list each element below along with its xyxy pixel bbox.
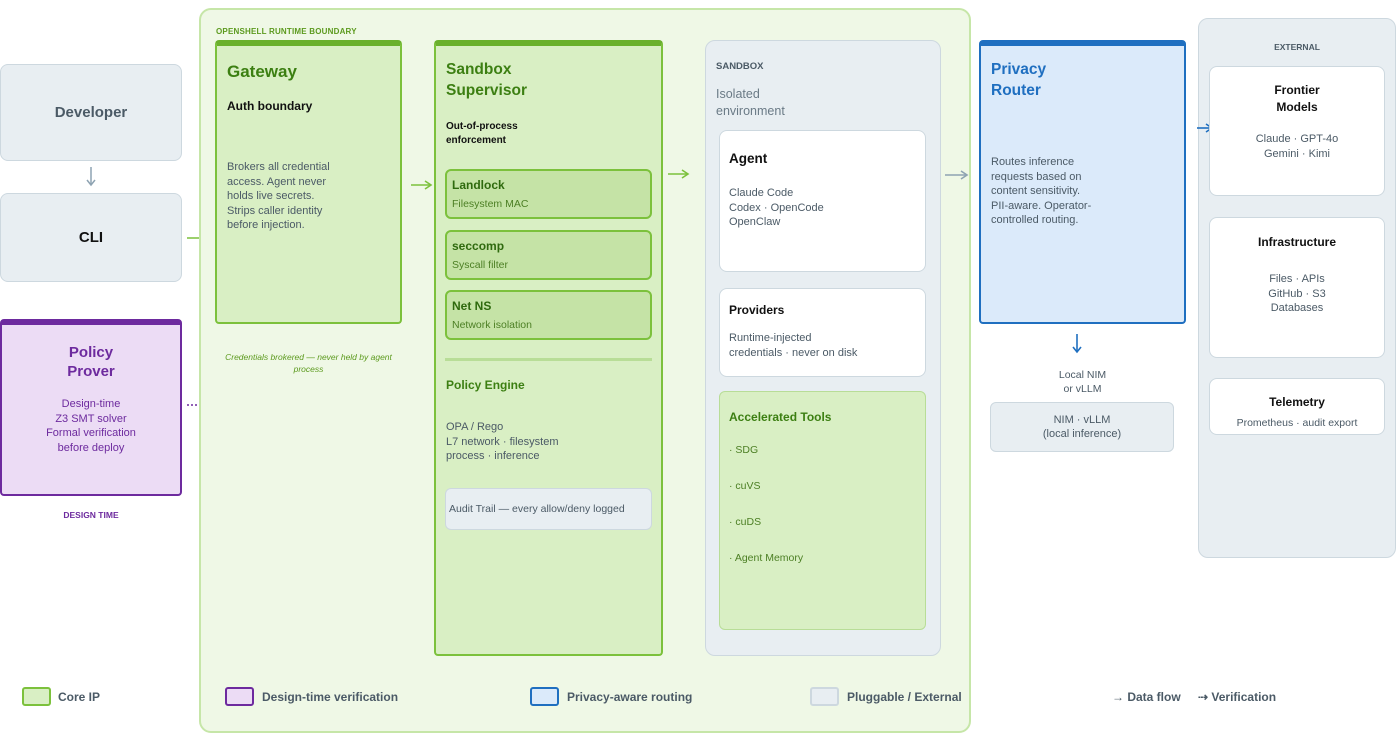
landlock-module[interactable]: Landlock Filesystem MAC	[445, 169, 652, 219]
policy-prover-body: Design-time Z3 SMT solver Formal verific…	[46, 398, 136, 454]
arrow-down-icon	[86, 167, 96, 187]
providers-card[interactable]: Providers Runtime-injected credentials ·…	[719, 288, 926, 377]
providers-title: Providers	[729, 303, 785, 317]
infra-title: Infrastructure	[1257, 235, 1337, 249]
providers-body: Runtime-injected credentials · never on …	[729, 332, 858, 359]
runtime-boundary-label: OPENSHELL RUNTIME BOUNDARY	[216, 27, 357, 36]
sandbox-subtitle: Isolated environment	[716, 87, 785, 118]
sandbox-label: SANDBOX	[716, 61, 764, 72]
local-inference-label: NIM · vLLM (local inference)	[1042, 413, 1122, 441]
legend-label-pluggable: Pluggable / External	[847, 690, 962, 704]
landlock-desc: Filesystem MAC	[452, 198, 529, 210]
gateway-title: Gateway	[227, 62, 297, 81]
seccomp-desc: Syscall filter	[452, 259, 509, 271]
external-label: EXTERNAL	[1274, 42, 1320, 52]
legend-verification: ⇢ Verification	[1198, 690, 1277, 704]
legend-swatch-core-ip	[22, 687, 51, 706]
frontier-models-card[interactable]: Frontier Models Claude · GPT-4o Gemini ·…	[1209, 66, 1385, 196]
gateway-node[interactable]: Gateway Auth boundary Brokers all creden…	[215, 40, 402, 324]
accelerated-tools-card[interactable]: Accelerated Tools · SDG · cuVS · cuDS · …	[719, 391, 926, 630]
gateway-subtitle: Auth boundary	[227, 99, 313, 113]
frontier-title: Frontier Models	[1274, 83, 1320, 114]
landlock-name: Landlock	[452, 178, 505, 192]
infra-body: Files · APIs GitHub · S3 Databases	[1268, 273, 1326, 314]
telemetry-title: Telemetry	[1269, 395, 1325, 409]
arrow-right-icon	[411, 180, 433, 190]
legend-label-design-time: Design-time verification	[262, 690, 399, 704]
audit-trail-box[interactable]: Audit Trail — every allow/deny logged	[445, 488, 652, 530]
arrow-right-icon	[668, 169, 690, 179]
cli-node[interactable]: CLI	[0, 193, 182, 282]
tools-title: Accelerated Tools	[729, 410, 832, 424]
local-nim-label: Local NIM or vLLM	[1058, 369, 1107, 395]
gateway-note: Credentials brokered — never held by age…	[225, 352, 392, 374]
telemetry-card[interactable]: Telemetry Prometheus · audit export	[1209, 378, 1385, 435]
audit-trail-label: Audit Trail — every allow/deny logged	[449, 503, 625, 515]
legend-swatch-privacy	[530, 687, 559, 706]
local-inference-box[interactable]: NIM · vLLM (local inference)	[990, 402, 1174, 452]
tool-item-cuds: · cuDS	[729, 516, 762, 528]
design-time-label: DESIGN TIME	[63, 510, 119, 520]
legend-swatch-pluggable	[810, 687, 839, 706]
legend-label-privacy: Privacy-aware routing	[567, 690, 693, 704]
frontier-body: Claude · GPT-4o Gemini · Kimi	[1255, 133, 1339, 160]
arrow-down-icon	[1072, 334, 1082, 354]
policy-prover-title: Policy Prover	[67, 344, 115, 380]
cli-label: CLI	[78, 229, 104, 246]
seccomp-name: seccomp	[452, 239, 505, 253]
tool-item-agent-memory: · Agent Memory	[729, 552, 804, 564]
tool-item-sdg: · SDG	[729, 444, 759, 456]
tool-item-cuvs: · cuVS	[729, 480, 761, 492]
legend-label-core-ip: Core IP	[58, 690, 101, 704]
privacy-router-node[interactable]: Privacy Router Routes inference requests…	[979, 40, 1186, 324]
agent-body: Claude Code Codex · OpenCode OpenClaw	[729, 187, 824, 228]
developer-label: Developer	[54, 104, 128, 121]
sandbox-supervisor-node[interactable]	[434, 40, 663, 656]
netns-name: Net NS	[452, 299, 492, 313]
supervisor-divider	[445, 358, 652, 361]
agent-card[interactable]: Agent Claude Code Codex · OpenCode OpenC…	[719, 130, 926, 272]
netns-module[interactable]: Net NS Network isolation	[445, 290, 652, 340]
seccomp-module[interactable]: seccomp Syscall filter	[445, 230, 652, 280]
supervisor-subtitle: Out-of-process enforcement	[446, 121, 518, 146]
policy-engine-title: Policy Engine	[446, 378, 525, 392]
privacy-router-body: Routes inference requests based on conte…	[991, 156, 1092, 226]
gateway-body: Brokers all credential access. Agent nev…	[227, 161, 330, 231]
netns-desc: Network isolation	[452, 319, 532, 331]
supervisor-title: Sandbox Supervisor	[446, 61, 527, 99]
policy-prover-node[interactable]: Policy Prover Design-time Z3 SMT solver …	[0, 319, 182, 496]
developer-node[interactable]: Developer	[0, 64, 182, 161]
privacy-router-title: Privacy Router	[991, 61, 1047, 99]
policy-engine-body: OPA / Rego L7 network · filesystem proce…	[446, 421, 559, 462]
legend-swatch-design-time	[225, 687, 254, 706]
infrastructure-card[interactable]: Infrastructure Files · APIs GitHub · S3 …	[1209, 217, 1385, 358]
legend-data-flow: → Data flow	[1112, 690, 1181, 704]
agent-title: Agent	[729, 151, 768, 166]
arrow-right-icon	[945, 170, 969, 180]
telemetry-body: Prometheus · audit export	[1236, 417, 1358, 429]
